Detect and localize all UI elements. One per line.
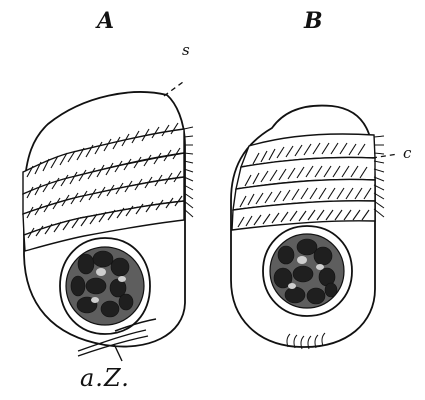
callout-s-label: s: [182, 43, 190, 58]
cell-a-nucleus-particles: [71, 251, 133, 317]
cell-a-callout-s: [164, 82, 183, 96]
panel-a-label: A: [97, 10, 114, 32]
cell-a: [23, 82, 193, 361]
cell-b: [231, 106, 398, 349]
bottom-label-az: a.Z.: [80, 366, 130, 390]
panel-b-label: B: [304, 10, 323, 32]
cell-b-callout-c: [372, 154, 398, 158]
callout-c-label: c: [403, 146, 411, 161]
